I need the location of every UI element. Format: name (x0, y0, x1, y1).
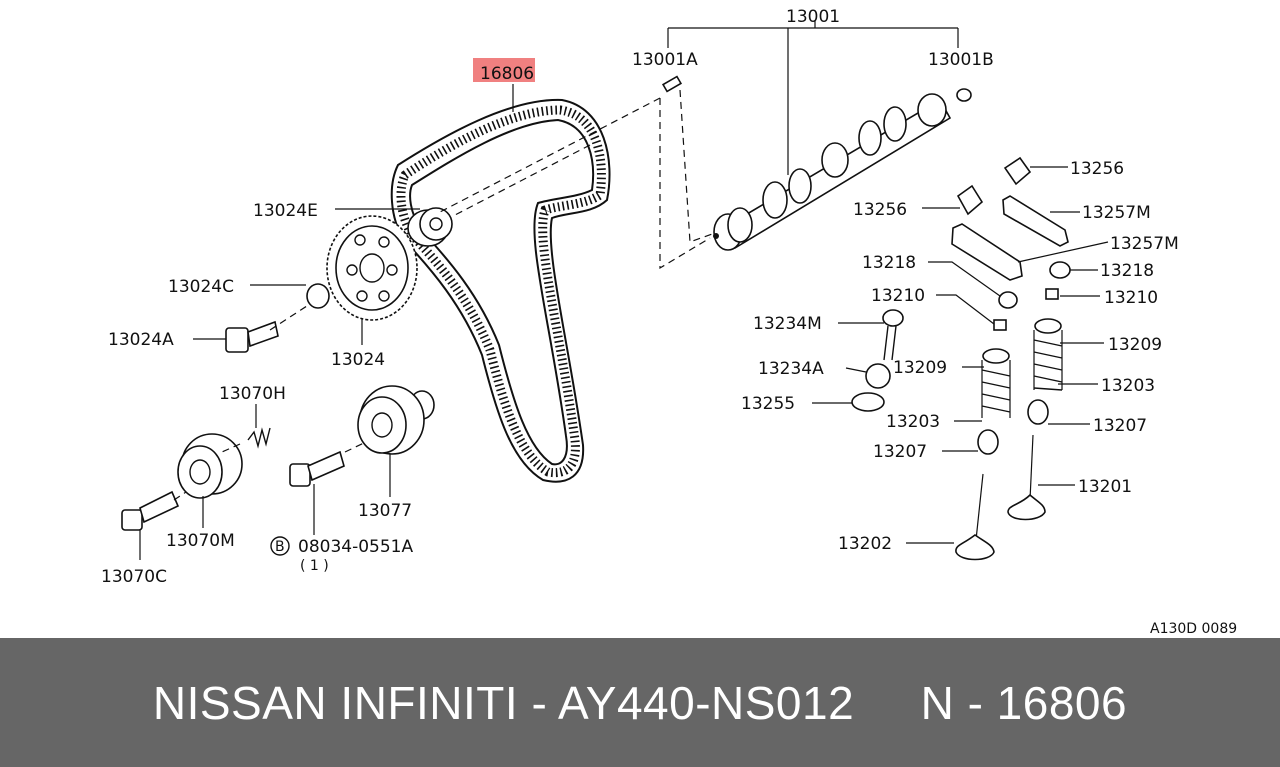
adjuster-13218-right (1049, 261, 1071, 279)
footer-title: NISSAN INFINITI - AY440-NS012 N - 16806 (152, 676, 1128, 729)
label-13234a: 13234A (758, 359, 824, 379)
camshaft (713, 93, 952, 251)
label-13218-right: 13218 (1100, 261, 1154, 281)
valve-13201 (1007, 434, 1046, 521)
label-13210-left: 13210 (871, 286, 925, 306)
label-13077: 13077 (358, 501, 412, 521)
rocker-13257m-upper (1002, 195, 1069, 247)
label-13202: 13202 (838, 534, 892, 554)
label-13207-left: 13207 (873, 442, 927, 462)
label-13203-left: 13203 (886, 412, 940, 432)
label-13201: 13201 (1078, 477, 1132, 497)
label-16806: 16806 (480, 64, 534, 84)
seal-13207-right (1027, 399, 1049, 425)
camshaft-sprocket (326, 215, 418, 321)
label-13024c: 13024C (168, 277, 234, 297)
adjuster-13218-left (998, 291, 1018, 309)
label-13024: 13024 (331, 350, 385, 370)
label-13070h: 13070H (219, 384, 286, 404)
footer-banner: NISSAN INFINITI - AY440-NS012 N - 16806 (0, 638, 1280, 767)
idler-13070m (177, 433, 243, 499)
rocker-13257m-lower (951, 223, 1023, 281)
label-08034-0551a: 08034-0551A (298, 537, 413, 557)
bolt-13024a (225, 320, 279, 353)
reference-code: A130D 0089 (1150, 621, 1237, 637)
label-13257m-upper: 13257M (1082, 203, 1151, 223)
pulley-13077 (357, 385, 435, 455)
spring-13209-left (981, 348, 1011, 418)
label-13024a: 13024A (108, 330, 174, 350)
bolt-13070c (121, 490, 180, 531)
label-13256-lower: 13256 (853, 200, 907, 220)
washer-13024c (306, 283, 330, 309)
bolt-08034 (289, 450, 345, 487)
label-13070c: 13070C (101, 567, 167, 587)
clip-13256-upper (1003, 156, 1032, 186)
label-13210-right: 13210 (1104, 288, 1158, 308)
label-13257m-lower: 13257M (1110, 234, 1179, 254)
label-13255: 13255 (741, 394, 795, 414)
label-13001a: 13001A (632, 50, 698, 70)
nut-13210-left (993, 319, 1007, 331)
spring-13209-right (1033, 318, 1063, 391)
idler-13024e (407, 207, 453, 247)
seal-13207-left (977, 429, 999, 455)
highlight-16806 (473, 58, 535, 82)
label-bolt-symbol: B (275, 539, 285, 555)
lifter-13234a (865, 363, 891, 389)
label-quantity: ( 1 ) (300, 558, 329, 574)
timing-belt (390, 98, 611, 483)
label-13256-upper: 13256 (1070, 159, 1124, 179)
label-13209-right: 13209 (1108, 335, 1162, 355)
spring-13070h (247, 427, 271, 449)
label-13207-right: 13207 (1093, 416, 1147, 436)
label-13024e: 13024E (253, 201, 318, 221)
plug-13001b (956, 88, 972, 102)
shim-13255 (851, 392, 885, 412)
label-13218-left: 13218 (862, 253, 916, 273)
label-13001: 13001 (786, 7, 840, 27)
label-13209-left: 13209 (893, 358, 947, 378)
bolt-symbol-circle (270, 536, 290, 556)
valve-13202 (955, 473, 995, 561)
lifter-13234m (882, 309, 904, 361)
nut-13210-right (1045, 288, 1059, 300)
clip-13256-lower (956, 184, 984, 216)
pin-13001a (661, 75, 683, 93)
leader-lines (139, 20, 1109, 560)
parts-diagram: 13001 13001A 13001B 16806 13024E 13024C … (101, 7, 1237, 637)
label-13070m: 13070M (166, 531, 235, 551)
label-13001b: 13001B (928, 50, 994, 70)
label-13203-right: 13203 (1101, 376, 1155, 396)
label-13234m: 13234M (753, 314, 822, 334)
